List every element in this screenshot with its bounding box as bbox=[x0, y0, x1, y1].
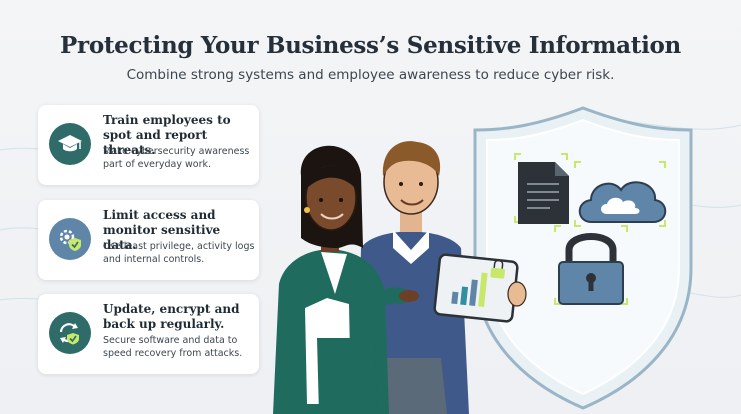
refresh-shield-icon bbox=[49, 312, 91, 354]
gear-shield-icon bbox=[49, 218, 91, 260]
shield-icon bbox=[473, 106, 693, 410]
tip-card-update: Update, encrypt and back up regularly. S… bbox=[38, 294, 259, 374]
tip-card-access: Limit access and monitor sensitive data.… bbox=[38, 200, 259, 280]
page-subtitle: Combine strong systems and employee awar… bbox=[126, 67, 615, 83]
cloud-icon bbox=[578, 181, 667, 223]
security-illustration bbox=[273, 106, 693, 414]
padlock-icon bbox=[558, 233, 624, 305]
card-description: Make cybersecurity awareness part of eve… bbox=[103, 146, 250, 170]
card-description: Secure software and data to speed recove… bbox=[103, 335, 243, 359]
card-heading: Limit access and monitor sensitive data. bbox=[103, 208, 221, 252]
woman-figure bbox=[273, 145, 419, 414]
page-title: Protecting Your Business’s Sensitive Inf… bbox=[60, 32, 681, 59]
tip-card-training: Train employees to spot and report threa… bbox=[38, 105, 259, 185]
card-description: Use least privilege, activity logs and i… bbox=[103, 241, 255, 265]
document-icon bbox=[518, 162, 569, 224]
tablet-icon bbox=[433, 253, 527, 323]
card-heading: Train employees to spot and report threa… bbox=[103, 113, 231, 157]
card-heading: Update, encrypt and back up regularly. bbox=[103, 302, 240, 331]
graduation-cap-icon bbox=[49, 123, 91, 165]
